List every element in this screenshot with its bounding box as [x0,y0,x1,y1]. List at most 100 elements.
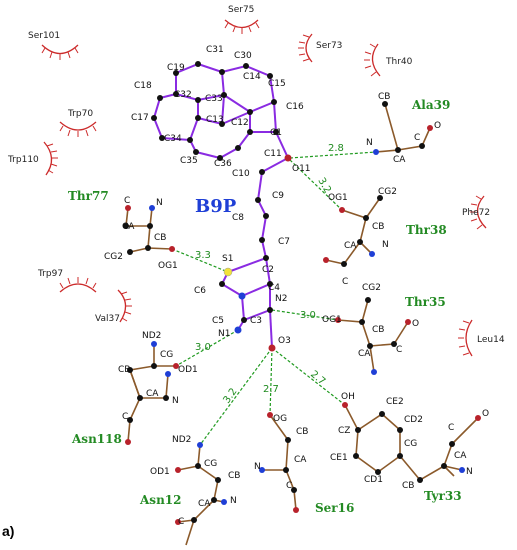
hbond-tyr33 [271,347,346,406]
hbond-distance-thr77: 3.3 [195,250,211,261]
atom-label: CG2 [104,252,123,262]
hbond-thr77 [171,248,229,273]
atom-label: C10 [232,169,250,179]
atom-label: C17 [131,113,149,123]
atom-label: C9 [272,191,284,201]
atom-label: C36 [214,159,232,169]
atom-label: C4 [268,283,280,293]
hydrophobic-label-ser73: Ser73 [316,41,342,51]
hbond-asn12 [199,347,273,446]
residue-name-thr38: Thr38 [406,223,447,237]
hydrophobic-leu14: Leu14 [458,319,505,357]
atom-label: N [230,496,237,506]
atom-label: CA [344,241,357,251]
atom-label: CA [454,451,467,461]
atom-label: CG2 [378,187,397,197]
hydrophobic-ser101: Ser101 [28,31,79,60]
atom-label: C [396,345,402,355]
atom-label: ND2 [142,331,161,341]
atom-label: OG [273,414,287,424]
atom-label: CD2 [404,415,423,425]
atom-label: OG1 [322,315,342,325]
residue-name-asn118: Asn118 [71,432,122,446]
atom-label: CA [122,222,135,232]
ligand-name: B9P [195,196,237,217]
residue-name-thr77: Thr77 [68,189,109,203]
hydrophobic-contacts: Ser101 Ser75 Ser73 Thr40 Trp70 Trp110 [7,5,505,357]
hbond-distance-tyr33: 2.7 [308,369,327,388]
atom-label: CB [228,471,240,481]
atom-label: C [124,196,130,206]
hydrophobic-ser73: Ser73 [298,33,342,63]
hydrophobic-trp110: Trp110 [7,141,58,176]
atom-label: N [366,138,373,148]
atom-label: O [412,319,419,329]
hydrophobic-label-ser75: Ser75 [228,5,254,15]
hydrophobic-val37: Val37 [95,289,132,324]
hydrophobic-label-leu14: Leu14 [477,335,505,345]
residue-atom-labels: CB N CA C O OG1 CG2 CB CA N C C N CA CB … [104,92,489,527]
atom-label: CZ [338,426,350,436]
atom-label: O11 [292,164,311,174]
atom-label: N [254,462,261,472]
atom-label: C [178,517,184,527]
atom-label: CA [294,455,307,465]
residue-name-thr35: Thr35 [405,295,446,309]
atom-label: CA [393,155,406,165]
atom-label: ND2 [172,435,191,445]
hydrophobic-thr40: Thr40 [364,43,413,77]
atom-label: CB [118,365,130,375]
atom-label: CG [160,350,173,360]
atom-label: N [156,198,163,208]
atom-label: N [466,467,473,477]
panel-label: a) [2,523,14,539]
atom-label: C1 [270,128,282,138]
atom-markers [123,61,481,525]
hydrophobic-phe72: Phe72 [462,195,490,230]
atom-label: C6 [194,286,206,296]
atom-label: C35 [180,156,198,166]
atom-label: OH [341,392,355,402]
residue-name-ala39: Ala39 [411,98,450,112]
hbond-distance-ser16: 2.7 [263,384,279,395]
atom-label: CA [358,349,371,359]
atom-label: C [414,133,420,143]
atom-label: CE1 [330,453,348,463]
atom-label: CB [154,233,166,243]
atom-label: C32 [174,90,192,100]
atom-label: O [434,121,441,131]
hbond-thr35 [271,309,339,321]
atom-label: OG1 [328,193,348,203]
atom-label: CG [404,439,417,449]
hydrophobic-trp97: Trp97 [37,269,97,293]
atom-label: C8 [232,213,244,223]
hydrophobic-label-phe72: Phe72 [462,208,490,218]
hydrophobic-trp70: Trp70 [59,109,97,137]
atom-label: CA [198,499,211,509]
hbond-asn118 [175,329,239,367]
residue-name-ser16: Ser16 [315,501,354,515]
atom-label: N1 [218,329,230,339]
hydrophobic-label-val37: Val37 [95,314,120,324]
atom-label: C2 [262,265,274,275]
atom-label: CB [372,325,384,335]
atom-label: C12 [231,118,249,128]
atom-label: C33 [205,94,223,104]
atom-label: S1 [222,254,233,264]
hbond-distance-ala39: 2.8 [328,143,344,154]
hydrophobic-label-trp110: Trp110 [7,155,39,165]
hydrophobic-label-thr40: Thr40 [385,57,413,67]
atom-label: C11 [264,149,282,159]
atom-label: CG2 [362,283,381,293]
atom-label: C34 [164,134,182,144]
atom-label: O [482,409,489,419]
atom-label: C13 [206,115,224,125]
atom-label: CA [146,389,159,399]
atom-label: OD1 [150,467,170,477]
residue-name-asn12: Asn12 [139,493,182,507]
atom-label: C [122,412,128,422]
atom-label: N2 [275,294,287,304]
atom-label: C30 [234,51,252,61]
atom-label: C15 [268,79,286,89]
